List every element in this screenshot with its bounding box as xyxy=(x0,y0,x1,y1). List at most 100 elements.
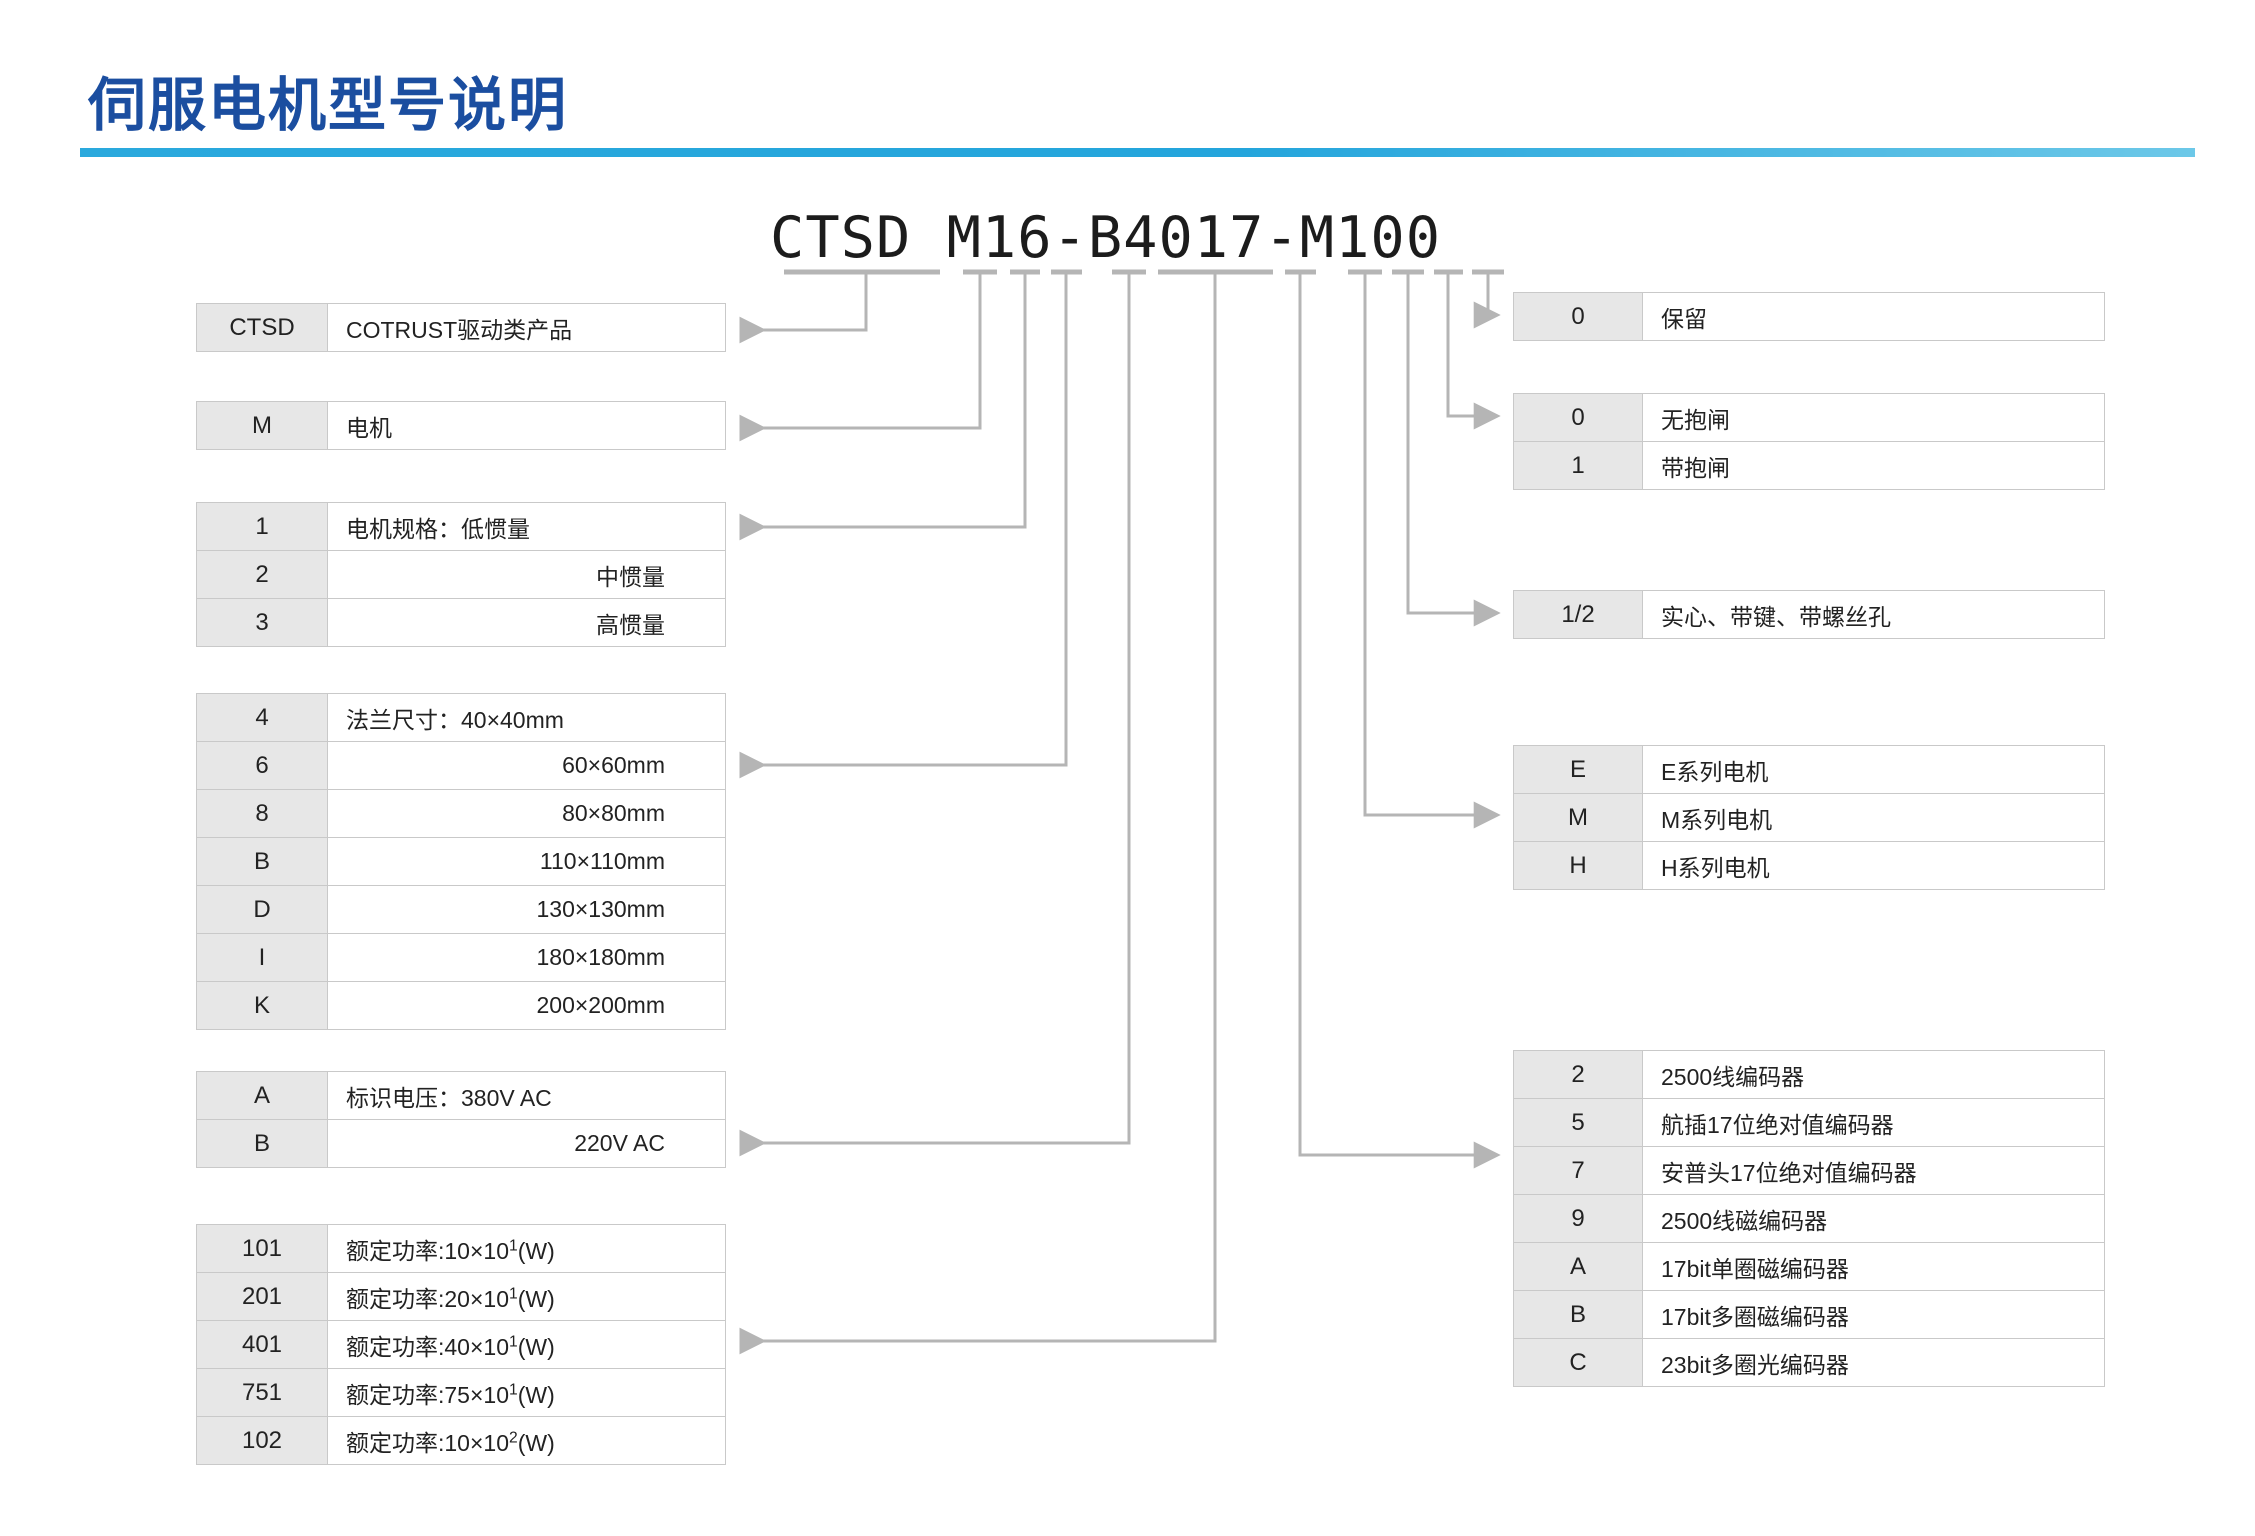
row-description: 电机规格：低惯量 xyxy=(327,502,726,551)
row-description: 200×200mm xyxy=(327,981,726,1030)
row-description: 高惯量 xyxy=(327,598,726,647)
row-code: 1 xyxy=(196,502,328,551)
row-code: 7 xyxy=(1513,1146,1643,1195)
row-code: E xyxy=(1513,745,1643,794)
row-code: 201 xyxy=(196,1272,328,1321)
row-code: 6 xyxy=(196,741,328,790)
row-description: H系列电机 xyxy=(1642,841,2105,890)
row-code: 8 xyxy=(196,789,328,838)
row-description: COTRUST驱动类产品 xyxy=(327,303,726,352)
row-description: 额定功率:40×101(W) xyxy=(327,1320,726,1369)
row-description: 2500线磁编码器 xyxy=(1642,1194,2105,1243)
row-code: CTSD xyxy=(196,303,328,352)
page-title: 伺服电机型号说明 xyxy=(88,73,569,138)
row-description: 60×60mm xyxy=(327,741,726,790)
row-description: 无抱闸 xyxy=(1642,393,2105,442)
row-code: I xyxy=(196,933,328,982)
row-description: 17bit多圈磁编码器 xyxy=(1642,1290,2105,1339)
row-description: 实心、带键、带螺丝孔 xyxy=(1642,590,2105,639)
row-description: 额定功率:10×102(W) xyxy=(327,1416,726,1465)
row-code: 1 xyxy=(1513,441,1643,490)
row-description: 17bit单圈磁编码器 xyxy=(1642,1242,2105,1291)
row-description: 保留 xyxy=(1642,292,2105,341)
row-code: B xyxy=(196,837,328,886)
row-description: 标识电压：380V AC xyxy=(327,1071,726,1120)
row-code: B xyxy=(1513,1290,1643,1339)
row-code: 0 xyxy=(1513,292,1643,341)
row-code: D xyxy=(196,885,328,934)
row-code: 3 xyxy=(196,598,328,647)
row-code: 101 xyxy=(196,1224,328,1273)
row-description: 80×80mm xyxy=(327,789,726,838)
row-description: 130×130mm xyxy=(327,885,726,934)
title-underline-rule xyxy=(80,148,2195,157)
row-description: 电机 xyxy=(327,401,726,450)
row-description: 额定功率:75×101(W) xyxy=(327,1368,726,1417)
row-description: E系列电机 xyxy=(1642,745,2105,794)
row-description: 额定功率:10×101(W) xyxy=(327,1224,726,1273)
row-description: 航插17位绝对值编码器 xyxy=(1642,1098,2105,1147)
row-code: 102 xyxy=(196,1416,328,1465)
row-code: A xyxy=(196,1071,328,1120)
row-code: 751 xyxy=(196,1368,328,1417)
row-description: 110×110mm xyxy=(327,837,726,886)
row-code: B xyxy=(196,1119,328,1168)
row-description: 2500线编码器 xyxy=(1642,1050,2105,1099)
row-code: 4 xyxy=(196,693,328,742)
row-code: C xyxy=(1513,1338,1643,1387)
row-code: M xyxy=(196,401,328,450)
row-code: H xyxy=(1513,841,1643,890)
row-code: M xyxy=(1513,793,1643,842)
row-code: 0 xyxy=(1513,393,1643,442)
row-code: A xyxy=(1513,1242,1643,1291)
row-description: 220V AC xyxy=(327,1119,726,1168)
row-code: 9 xyxy=(1513,1194,1643,1243)
row-description: 中惯量 xyxy=(327,550,726,599)
model-code-text: CTSD M16-B4017-M100 xyxy=(770,205,1442,271)
row-description: 额定功率:20×101(W) xyxy=(327,1272,726,1321)
row-code: 401 xyxy=(196,1320,328,1369)
row-code: 5 xyxy=(1513,1098,1643,1147)
row-description: 安普头17位绝对值编码器 xyxy=(1642,1146,2105,1195)
